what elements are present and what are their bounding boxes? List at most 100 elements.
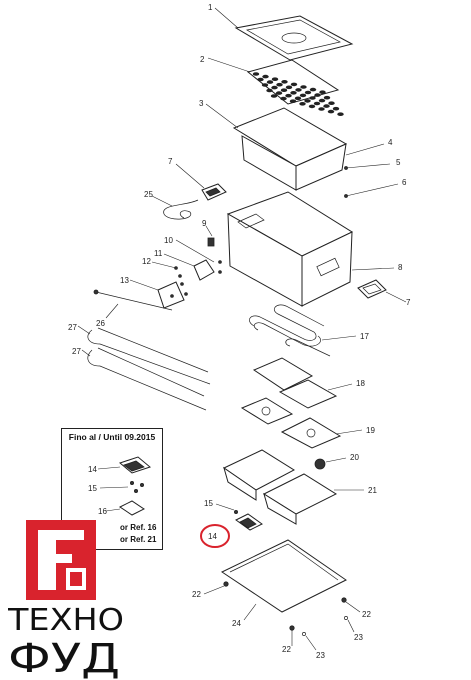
grid-hole [309, 96, 316, 100]
callout-20: 20 [350, 453, 359, 462]
grid-hole [313, 101, 321, 106]
callout-22c: 22 [282, 645, 291, 654]
grid-hole [308, 104, 316, 109]
grid-hole [304, 90, 312, 95]
inset-canvas: 14 15 16 [88, 456, 152, 516]
part-module [215, 503, 263, 531]
part-pad [252, 357, 353, 409]
callout-4: 4 [388, 138, 393, 147]
callout-3: 3 [199, 99, 204, 108]
grid-hole [266, 80, 274, 84]
grid-hole [304, 99, 311, 103]
inset-title: Fino al / Until 09.2015 [68, 432, 156, 442]
part-7-box [175, 163, 227, 201]
grid-hole [271, 85, 278, 90]
grid-hole [290, 82, 298, 87]
callout-14: 14 [208, 532, 217, 541]
grid-hole [280, 96, 287, 101]
inset-ref-21: or Ref. 21 [120, 535, 157, 544]
grid-hole [299, 93, 307, 98]
part-feet [203, 581, 361, 651]
callout-9: 9 [202, 219, 207, 228]
grid-hole [319, 90, 326, 94]
grid-hole [314, 93, 321, 97]
part-base-plate [220, 539, 347, 621]
grid-hole [271, 77, 279, 81]
grid-hole [290, 91, 297, 95]
callout-7b: 7 [406, 298, 411, 307]
callout-labels: 1 2 3 4 5 6 7 7 8 9 10 11 12 13 14 15 17… [68, 3, 411, 660]
grid-hole [280, 88, 288, 92]
grid-hole [295, 88, 302, 92]
grid-hole [257, 77, 264, 82]
callout-11: 11 [154, 249, 163, 258]
part-brackets [223, 449, 364, 525]
part-grid [207, 57, 344, 116]
inset-callout-16: 16 [98, 507, 107, 516]
grid-hole [323, 95, 331, 100]
grid-hole [285, 85, 293, 90]
callout-25: 25 [144, 190, 153, 199]
grid-hole [294, 96, 302, 101]
callout-15: 15 [204, 499, 213, 508]
part-lid [214, 7, 354, 61]
part-control-group [129, 225, 222, 309]
grid-hole [299, 102, 306, 106]
grid-hole [318, 107, 325, 111]
grid-hole [328, 101, 335, 105]
grid-hole [309, 87, 317, 92]
logo-line-2: ФУД [8, 636, 120, 680]
inset-ref-16: or Ref. 16 [120, 523, 157, 532]
callout-21: 21 [368, 486, 377, 495]
part-cable [151, 195, 199, 220]
part-basin [205, 103, 399, 198]
callout-22a: 22 [192, 590, 201, 599]
part-heating-rods [77, 325, 211, 411]
part-plates [240, 397, 363, 449]
grid-hole [281, 80, 288, 84]
callout-22b: 22 [362, 610, 371, 619]
grid-hole [252, 72, 260, 76]
callout-6: 6 [402, 178, 407, 187]
grid-hole [270, 94, 278, 98]
logo-line-1: ТЕХНО [8, 603, 124, 638]
callout-23b: 23 [316, 651, 325, 660]
grid-hole [289, 99, 297, 103]
part-knob [314, 457, 347, 470]
callout-23a: 23 [354, 633, 363, 642]
grid-hole [323, 104, 330, 108]
callout-27b: 27 [72, 347, 81, 356]
callout-2: 2 [200, 55, 205, 64]
part-probe [93, 289, 173, 319]
callout-24: 24 [232, 619, 241, 628]
callout-13: 13 [120, 276, 129, 285]
callout-18: 18 [356, 379, 365, 388]
callout-10: 10 [164, 236, 173, 245]
grid-hole [262, 74, 269, 79]
callout-17: 17 [360, 332, 369, 341]
grid-hole [261, 83, 269, 87]
part-housing [226, 191, 395, 307]
grid-hole [337, 112, 344, 116]
grid-hole [318, 98, 326, 103]
grid-hole [285, 93, 292, 98]
grid-hole [276, 82, 283, 87]
callout-5: 5 [396, 158, 401, 167]
callout-26: 26 [96, 319, 105, 328]
callout-8: 8 [398, 263, 403, 272]
grid-hole [327, 109, 335, 114]
highlight-circle [200, 524, 230, 548]
callout-27a: 27 [68, 323, 77, 332]
inset-callout-15: 15 [88, 484, 97, 493]
technofood-logo: ТЕХНО ФУД [8, 520, 124, 680]
part-heating-element [249, 304, 357, 357]
grid-hole [332, 106, 340, 111]
inset-callout-14: 14 [88, 465, 97, 474]
callout-19: 19 [366, 426, 375, 435]
callout-1: 1 [208, 3, 213, 12]
grid-hole [300, 85, 307, 89]
callout-7a: 7 [168, 157, 173, 166]
callout-12: 12 [142, 257, 151, 266]
